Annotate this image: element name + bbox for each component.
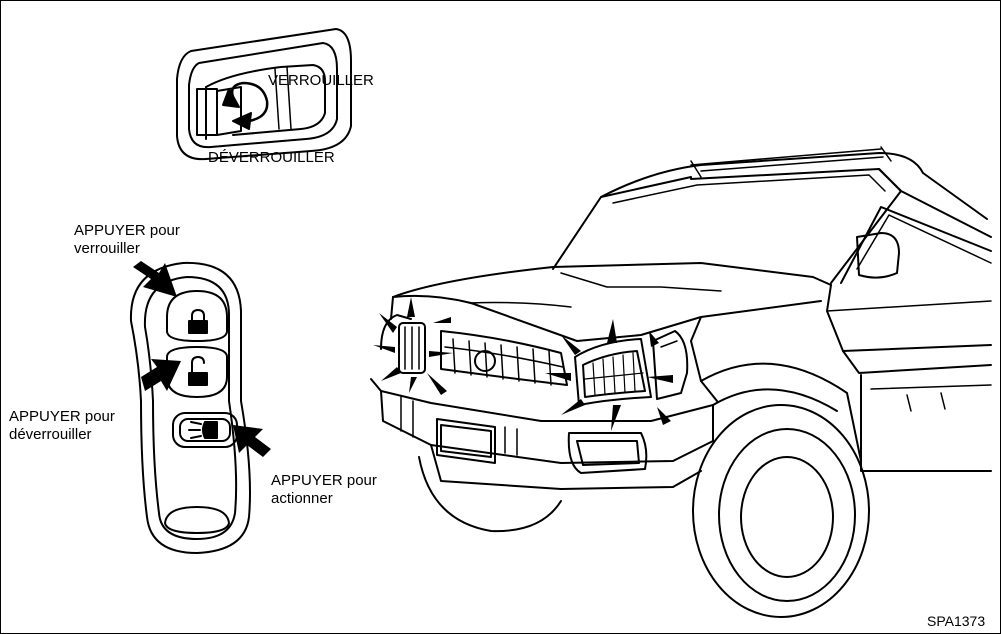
press-lock-label-line1: APPUYER pour bbox=[74, 222, 180, 239]
press-lock-label-line2: verrouiller bbox=[74, 240, 140, 257]
press-panic-label-line2: actionner bbox=[271, 490, 333, 507]
hazard-flash-rays bbox=[373, 297, 673, 431]
press-arrow-panic bbox=[233, 425, 271, 457]
unlock-direction-label: DÉVERROUILLER bbox=[208, 149, 335, 166]
unlock-button[interactable] bbox=[166, 346, 228, 398]
figure-code: SPA1373 bbox=[927, 613, 986, 629]
door-lock-knob bbox=[176, 28, 352, 161]
key-fob-remote bbox=[129, 261, 251, 554]
press-unlock-label-line1: APPUYER pour bbox=[9, 408, 115, 425]
padlock-open-icon bbox=[188, 356, 208, 386]
panic-button[interactable] bbox=[172, 412, 238, 448]
press-panic-label-line1: APPUYER pour bbox=[271, 472, 377, 489]
press-unlock-label-line2: déverrouiller bbox=[9, 426, 92, 443]
lock-direction-label: VERROUILLER bbox=[268, 72, 374, 89]
lock-button[interactable] bbox=[166, 290, 228, 342]
headlight-icon bbox=[188, 421, 218, 439]
padlock-closed-icon bbox=[188, 309, 208, 334]
press-arrow-unlock bbox=[141, 359, 181, 391]
vehicle-drawing bbox=[370, 146, 992, 618]
press-arrow-lock bbox=[133, 261, 177, 297]
